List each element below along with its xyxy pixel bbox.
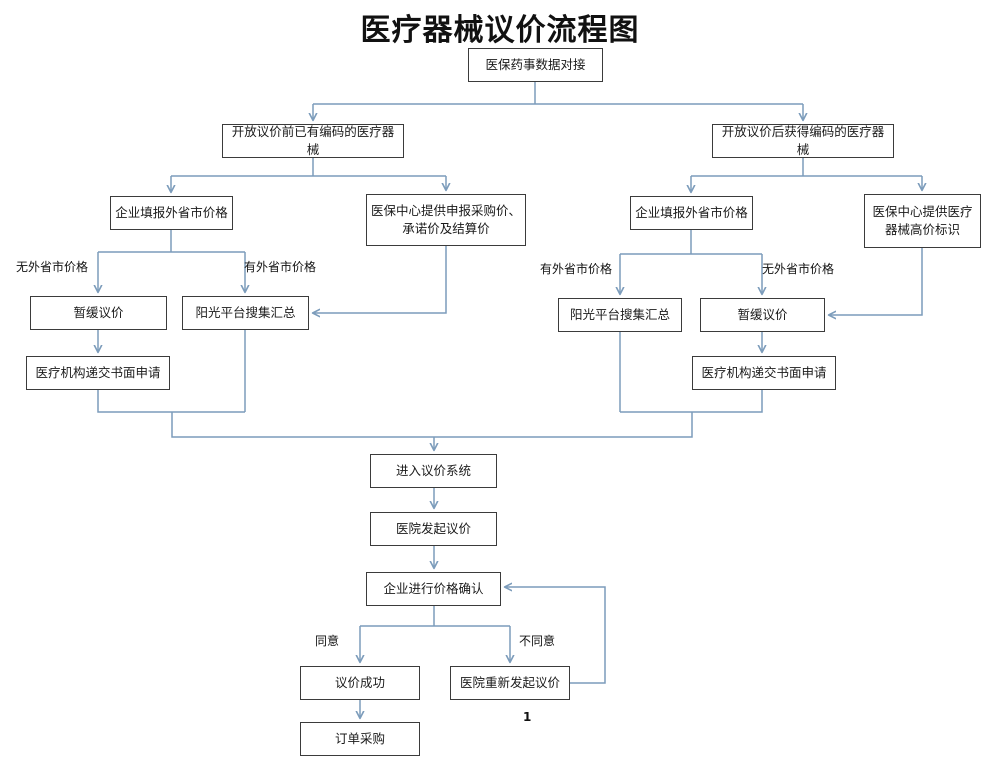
node-label: 订单采购 xyxy=(334,730,385,746)
node-suspend-bargaining-right[interactable]: 暂缓议价 xyxy=(700,298,825,332)
node-label: 医疗机构递交书面申请 xyxy=(701,364,827,380)
node-label: 阳光平台搜集汇总 xyxy=(569,306,670,322)
node-insurance-center-provides-prices[interactable]: 医保中心提供申报采购价、承诺价及结算价 xyxy=(366,194,526,246)
node-label: 进入议价系统 xyxy=(395,462,471,478)
node-enterprise-confirms-price[interactable]: 企业进行价格确认 xyxy=(366,572,501,606)
node-label: 暂缓议价 xyxy=(73,304,124,320)
node-label: 企业填报外省市价格 xyxy=(635,204,748,220)
node-label: 议价成功 xyxy=(334,674,385,690)
node-label: 医保中心提供申报采购价、承诺价及结算价 xyxy=(371,202,522,236)
edge-label-no-outside-price-right: 无外省市价格 xyxy=(762,262,835,276)
node-label: 阳光平台搜集汇总 xyxy=(195,304,296,320)
node-label: 开放议价前已有编码的医疗器械 xyxy=(231,123,395,157)
node-enterprise-report-price-right[interactable]: 企业填报外省市价格 xyxy=(630,196,753,230)
node-hospital-reinitiates-bargaining[interactable]: 医院重新发起议价 xyxy=(450,666,570,700)
node-enterprise-report-price-left[interactable]: 企业填报外省市价格 xyxy=(110,196,233,230)
edge-label-no-outside-price-left: 无外省市价格 xyxy=(16,260,89,274)
node-label: 暂缓议价 xyxy=(737,306,788,322)
node-institution-submit-application-right[interactable]: 医疗机构递交书面申请 xyxy=(692,356,836,390)
node-label: 医院发起议价 xyxy=(395,520,471,536)
page-number: 1 xyxy=(523,710,532,724)
node-bargaining-success[interactable]: 议价成功 xyxy=(300,666,420,700)
node-sunshine-platform-collect-left[interactable]: 阳光平台搜集汇总 xyxy=(182,296,309,330)
page-title: 医疗器械议价流程图 xyxy=(360,13,640,48)
node-insurance-center-high-price-mark[interactable]: 医保中心提供医疗器械高价标识 xyxy=(864,194,981,248)
node-hospital-initiates-bargaining[interactable]: 医院发起议价 xyxy=(370,512,497,546)
node-label: 企业进行价格确认 xyxy=(383,580,484,596)
node-label: 医院重新发起议价 xyxy=(459,674,560,690)
node-label: 开放议价后获得编码的医疗器械 xyxy=(721,123,885,157)
node-label: 医疗机构递交书面申请 xyxy=(35,364,161,380)
node-label: 企业填报外省市价格 xyxy=(115,204,228,220)
node-coded-before-open-bargaining[interactable]: 开放议价前已有编码的医疗器械 xyxy=(222,124,404,158)
node-label: 医保药事数据对接 xyxy=(485,56,586,72)
edge-label-has-outside-price-left: 有外省市价格 xyxy=(244,260,317,274)
node-sunshine-platform-collect-right[interactable]: 阳光平台搜集汇总 xyxy=(558,298,682,332)
edge-label-has-outside-price-right: 有外省市价格 xyxy=(540,262,613,276)
node-enter-bargaining-system[interactable]: 进入议价系统 xyxy=(370,454,497,488)
edge-label-disagree: 不同意 xyxy=(519,634,556,648)
edge-label-agree: 同意 xyxy=(315,634,340,648)
node-institution-submit-application-left[interactable]: 医疗机构递交书面申请 xyxy=(26,356,170,390)
node-coded-after-open-bargaining[interactable]: 开放议价后获得编码的医疗器械 xyxy=(712,124,894,158)
node-order-purchase[interactable]: 订单采购 xyxy=(300,722,420,756)
node-label: 医保中心提供医疗器械高价标识 xyxy=(872,203,973,237)
node-suspend-bargaining-left[interactable]: 暂缓议价 xyxy=(30,296,167,330)
node-medical-insurance-data-docking[interactable]: 医保药事数据对接 xyxy=(468,48,603,82)
